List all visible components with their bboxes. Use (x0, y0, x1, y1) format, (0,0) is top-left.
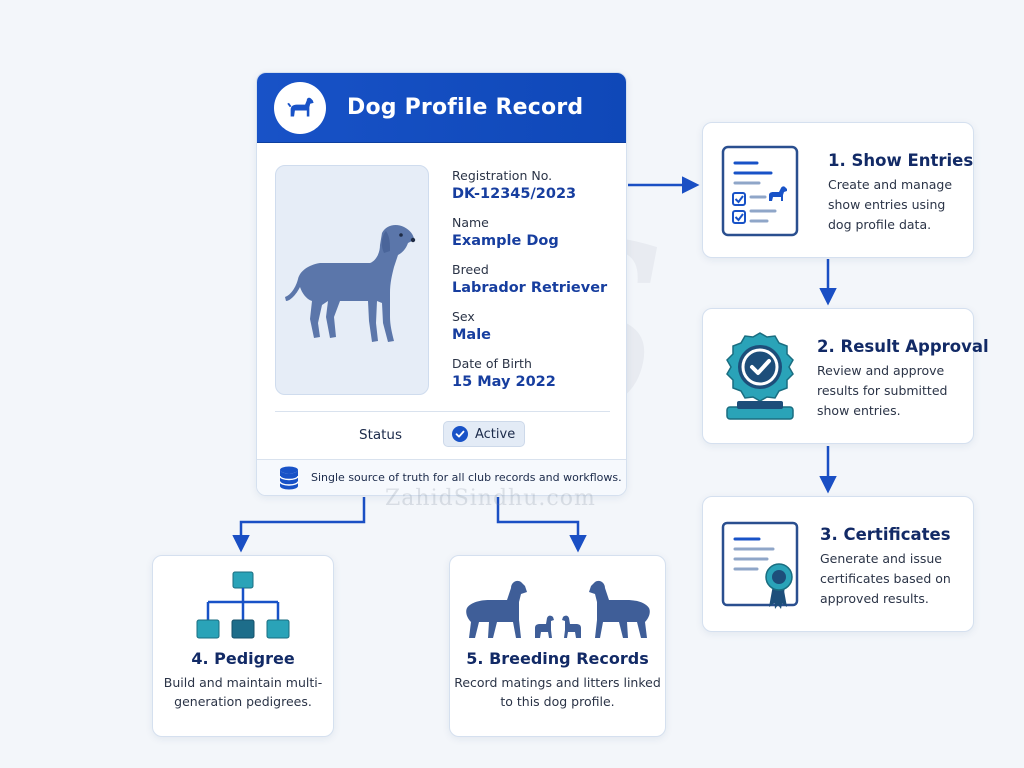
card-pedigree: 4. Pedigree Build and maintain multi-gen… (152, 555, 334, 737)
field-label-dob: Date of Birth (452, 356, 532, 371)
step-card-result-approval: 2. Result Approval Review and approve re… (702, 308, 989, 444)
step-text-show: 1. Show Entries Create and manage show e… (828, 151, 974, 235)
step-card-certificates: 3. Certificates Generate and issue certi… (702, 496, 974, 632)
field-label-registration: Registration No. (452, 168, 553, 183)
step-title-cert: 3. Certificates (820, 525, 951, 544)
profile-divider (275, 411, 610, 412)
status-badge: Active (443, 421, 525, 447)
status-row: Status Active (257, 419, 626, 451)
profile-header: Dog Profile Record (257, 73, 626, 143)
breeding-text: 5. Breeding Records Record matings and l… (450, 649, 665, 711)
pedigree-tree-icon (153, 568, 333, 648)
pedigree-title: 4. Pedigree (191, 649, 295, 668)
step-desc-approval: Review and approve results for submitted… (817, 363, 948, 418)
dog-family-icon (450, 568, 665, 648)
footer-text: Single source of truth for all club reco… (311, 471, 622, 484)
field-value-dob: 15 May 2022 (452, 374, 556, 390)
breeding-desc: Record matings and litters linked to thi… (454, 675, 661, 709)
database-icon (279, 466, 299, 489)
status-value: Active (475, 426, 516, 442)
dog-icon (274, 81, 326, 134)
status-label: Status (359, 427, 403, 443)
breeding-title: 5. Breeding Records (466, 649, 649, 668)
field-label-name: Name (452, 215, 489, 230)
card-breeding-records: 5. Breeding Records Record matings and l… (449, 555, 666, 737)
step-text-cert: 3. Certificates Generate and issue certi… (820, 525, 962, 609)
step-title-show: 1. Show Entries (828, 151, 974, 170)
dog-profile-card: Dog Profile Record Registration No. DK-1… (256, 72, 627, 496)
labrador-illustration-icon (285, 225, 416, 342)
field-label-breed: Breed (452, 262, 489, 277)
field-label-sex: Sex (452, 309, 475, 324)
step-desc-cert: Generate and issue certificates based on… (820, 551, 951, 606)
check-circle-icon (452, 426, 468, 442)
step-card-show-entries: 1. Show Entries Create and manage show e… (702, 122, 974, 258)
field-value-breed: Labrador Retriever (452, 280, 608, 296)
certificate-icon (719, 517, 801, 613)
pedigree-text: 4. Pedigree Build and maintain multi-gen… (153, 649, 333, 711)
profile-footer: Single source of truth for all club reco… (257, 459, 626, 495)
field-value-name: Example Dog (452, 233, 559, 249)
field-value-sex: Male (452, 327, 492, 343)
pedigree-desc: Build and maintain multi-generation pedi… (163, 675, 323, 709)
approval-badge-icon (719, 329, 801, 425)
watermark-text: ZahidSindhu.com (385, 486, 596, 511)
arrow-profile-to-pedigree (232, 497, 366, 553)
clipboard-checklist-icon (719, 143, 801, 239)
dog-photo (275, 165, 429, 395)
step-title-approval: 2. Result Approval (817, 337, 989, 356)
field-value-registration: DK-12345/2023 (452, 186, 577, 202)
profile-title: Dog Profile Record (347, 95, 584, 120)
profile-fields: Registration No. DK-12345/2023 Name Exam… (452, 167, 622, 402)
step-desc-show: Create and manage show entries using dog… (828, 177, 953, 232)
step-text-approval: 2. Result Approval Review and approve re… (817, 337, 989, 421)
